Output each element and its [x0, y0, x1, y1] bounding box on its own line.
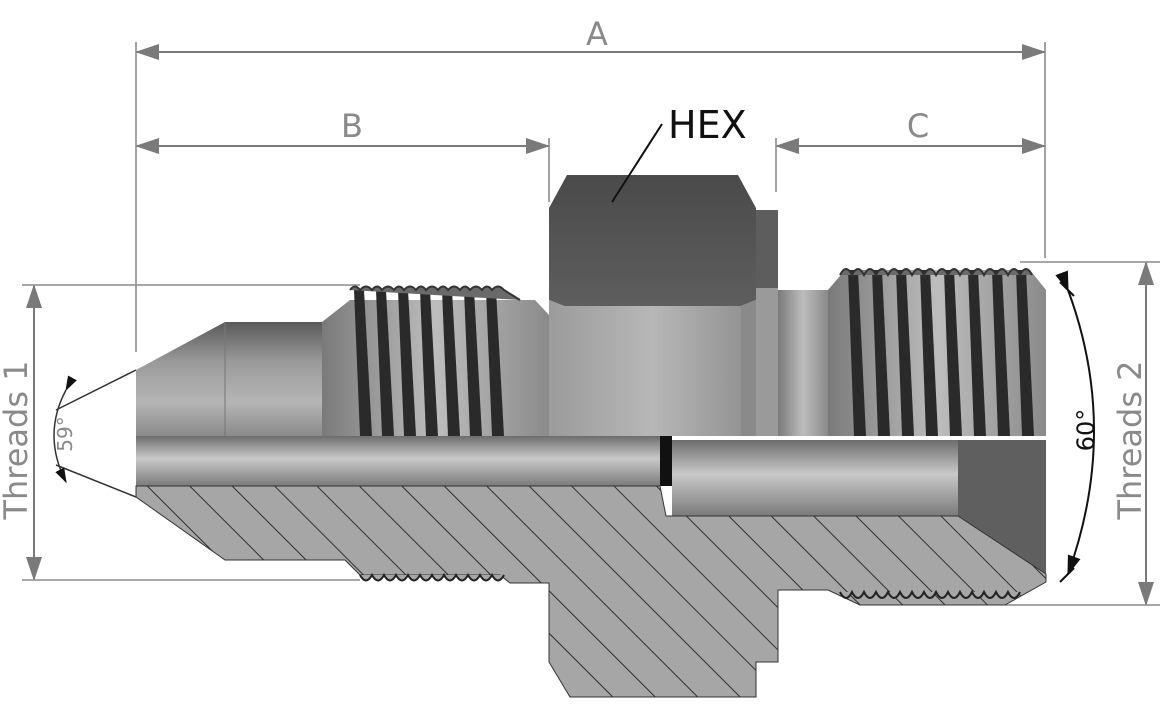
angle-60-annotation: 60° — [1055, 270, 1100, 583]
threads-2-dimension: Threads 2 — [1005, 261, 1160, 606]
dimension-c-label: C — [907, 107, 929, 145]
hex-callout: HEX — [611, 103, 747, 203]
threads-1-label: Threads 1 — [0, 360, 35, 520]
threads-2-label: Threads 2 — [1111, 360, 1149, 520]
dimension-c: C — [775, 107, 1046, 192]
dimension-a: A — [135, 15, 1046, 352]
angle-59-annotation: 59° — [53, 369, 137, 498]
hex-label: HEX — [668, 103, 747, 147]
dimension-b-label: B — [341, 107, 363, 145]
dimension-b: B — [135, 107, 550, 202]
threads-1-dimension: Threads 1 — [0, 284, 360, 581]
angle-59-label: 59° — [53, 416, 77, 451]
right-thread-grooves — [839, 268, 1034, 436]
left-thread-grooves — [349, 285, 521, 436]
angle-60-label: 60° — [1072, 409, 1100, 452]
fitting-body — [135, 175, 1047, 698]
dimension-a-label: A — [586, 15, 608, 53]
